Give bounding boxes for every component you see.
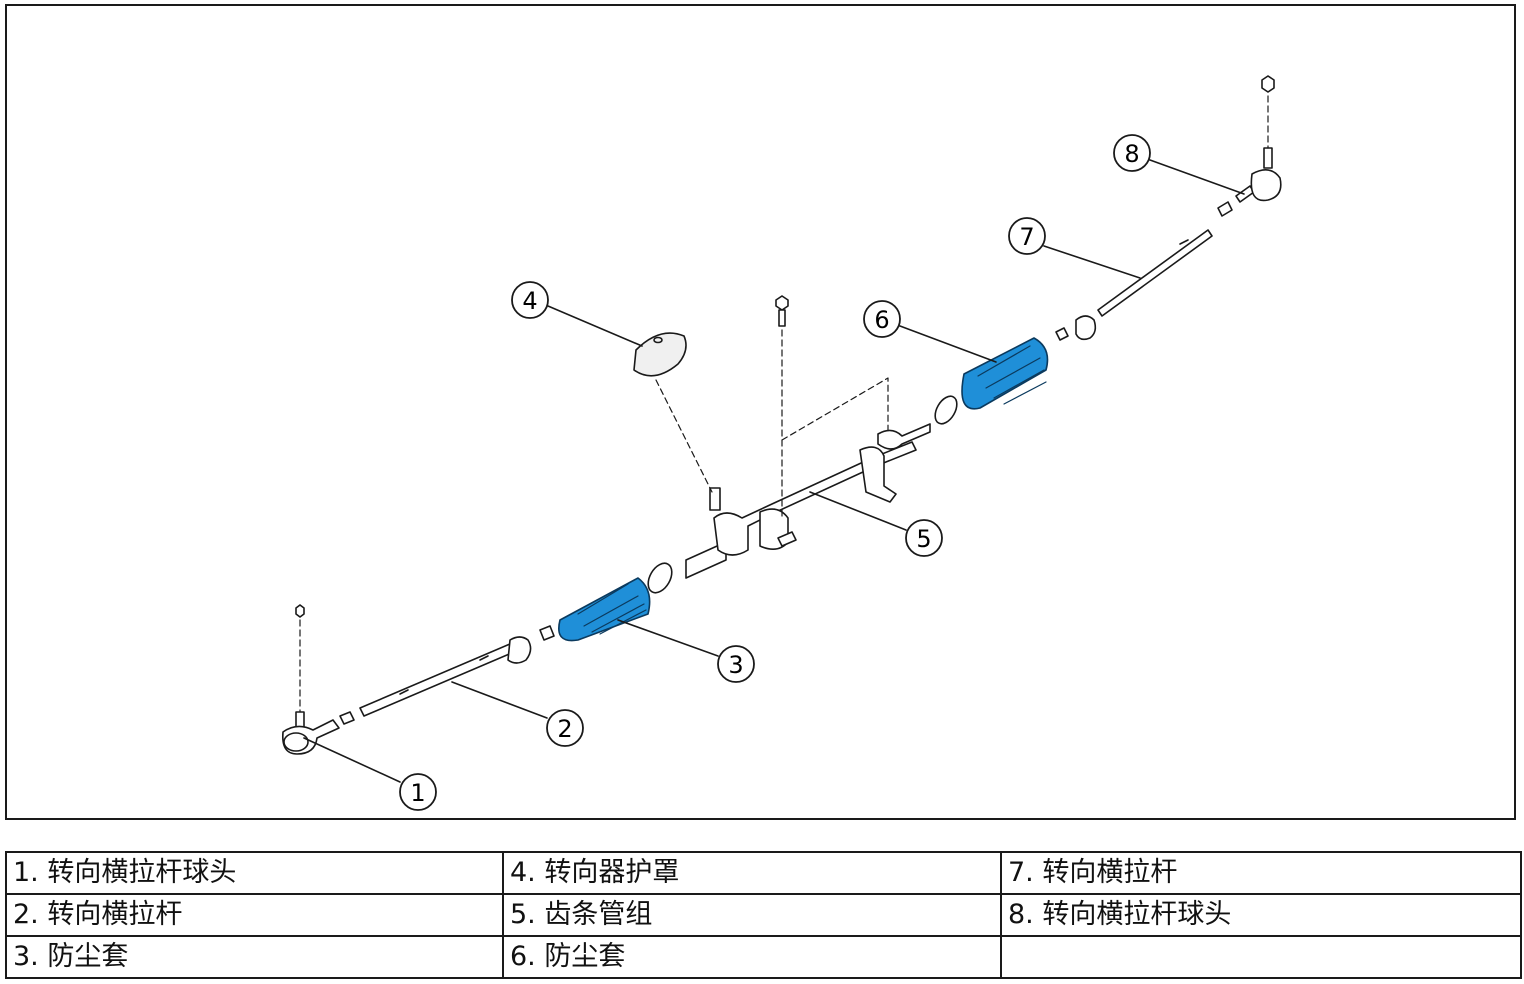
leader-lines — [303, 159, 1245, 783]
callout-6: 6 — [863, 300, 901, 338]
legend-item-empty — [1000, 935, 1522, 979]
gear-cover — [633, 332, 713, 493]
parts-legend-table: 1. 转向横拉杆球头 4. 转向器护罩 7. 转向横拉杆 2. 转向横拉杆 5.… — [5, 851, 1522, 979]
svg-text:2: 2 — [557, 715, 572, 743]
legend-row: 1. 转向横拉杆球头 4. 转向器护罩 7. 转向横拉杆 — [5, 851, 1522, 895]
legend-item-1: 1. 转向横拉杆球头 — [5, 851, 504, 895]
svg-text:7: 7 — [1019, 223, 1034, 251]
legend-item-2: 2. 转向横拉杆 — [5, 893, 504, 937]
callout-1: 1 — [399, 773, 437, 811]
callout-5: 5 — [905, 519, 943, 557]
callout-3: 3 — [717, 645, 755, 683]
svg-text:6: 6 — [874, 306, 889, 334]
right-tie-rod-end — [1217, 75, 1282, 217]
legend-item-5: 5. 齿条管组 — [502, 893, 1002, 937]
svg-text:5: 5 — [916, 525, 931, 553]
diagram-frame — [5, 4, 1516, 820]
right-boot — [961, 337, 1049, 410]
callouts: 1 2 3 4 5 6 7 8 — [399, 134, 1151, 811]
svg-text:8: 8 — [1124, 140, 1139, 168]
legend-item-3: 3. 防尘套 — [5, 935, 504, 979]
callout-7: 7 — [1008, 217, 1046, 255]
callout-8: 8 — [1113, 134, 1151, 172]
mount-bolt — [775, 295, 889, 521]
rack-housing — [685, 395, 958, 579]
right-tie-rod — [1055, 229, 1213, 341]
legend-item-4: 4. 转向器护罩 — [502, 851, 1002, 895]
callout-2: 2 — [546, 709, 584, 747]
left-tie-rod — [359, 625, 555, 717]
callout-4: 4 — [511, 281, 549, 319]
legend-item-6: 6. 防尘套 — [502, 935, 1002, 979]
left-tie-rod-end — [281, 604, 355, 755]
legend-item-7: 7. 转向横拉杆 — [1000, 851, 1522, 895]
legend-row: 2. 转向横拉杆 5. 齿条管组 8. 转向横拉杆球头 — [5, 893, 1522, 937]
svg-text:4: 4 — [522, 287, 537, 315]
legend-item-8: 8. 转向横拉杆球头 — [1000, 893, 1522, 937]
svg-text:1: 1 — [410, 779, 425, 807]
legend-row: 3. 防尘套 6. 防尘套 — [5, 935, 1522, 979]
left-boot — [558, 562, 673, 642]
svg-text:3: 3 — [728, 651, 743, 679]
